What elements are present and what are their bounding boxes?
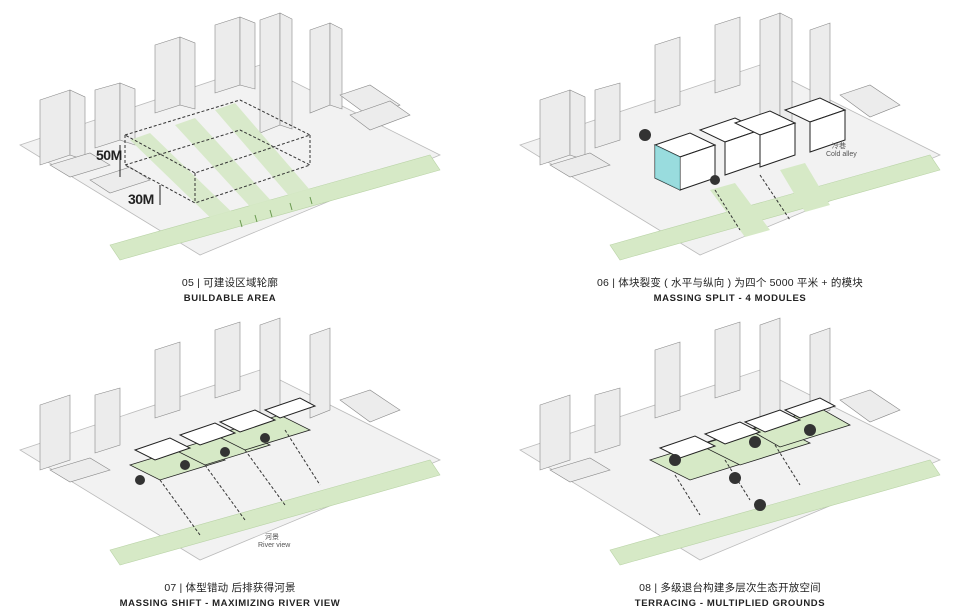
caption-cn: 06 | 体块裂变 ( 水平与纵向 ) 为四个 5000 平米 + 的模块	[597, 277, 863, 289]
cold-alley-label-cn: 冷巷	[832, 143, 846, 150]
height-label-50m: 50M	[96, 147, 122, 163]
panel-buildable-area: 50M 30M 05 | 可建设区域轮廓 BUILDABLE AREA	[10, 5, 450, 304]
river-strip	[609, 459, 941, 566]
caption-en: MASSING SHIFT - MAXIMIZING RIVER VIEW	[119, 598, 341, 609]
height-label-30m: 30M	[128, 191, 154, 207]
caption: 06 | 体块裂变 ( 水平与纵向 ) 为四个 5000 平米 + 的模块 MA…	[510, 275, 950, 304]
axonometric-diagram	[519, 12, 941, 261]
caption: 07 | 体型错动 后排获得河景 MASSING SHIFT - MAXIMIZ…	[10, 580, 450, 609]
axonometric-diagram	[19, 12, 441, 261]
caption: 08 | 多级退台构建多层次生态开放空间 TERRACING - MULTIPL…	[510, 580, 950, 609]
caption: 05 | 可建设区域轮廓 BUILDABLE AREA	[10, 275, 450, 304]
caption-cn: 08 | 多级退台构建多层次生态开放空间	[639, 582, 821, 594]
river-view-label-en: River view	[258, 542, 291, 549]
caption-cn: 05 | 可建设区域轮廓	[181, 277, 279, 289]
caption-cn: 07 | 体型错动 后排获得河景	[164, 582, 296, 594]
axonometric-diagram	[19, 317, 441, 566]
caption-en: BUILDABLE AREA	[183, 293, 277, 304]
caption-en: TERRACING - MULTIPLIED GROUNDS	[634, 598, 826, 609]
river-strip	[109, 154, 441, 261]
river-strip	[609, 154, 941, 261]
axonometric-diagram	[519, 317, 941, 566]
panel-terracing: 08 | 多级退台构建多层次生态开放空间 TERRACING - MULTIPL…	[510, 310, 950, 609]
river-strip	[109, 459, 441, 566]
panel-massing-shift: 河景 River view 07 | 体型错动 后排获得河景 MASSING S…	[10, 310, 450, 609]
panel-massing-split: 冷巷 Cold alley 06 | 体块裂变 ( 水平与纵向 ) 为四个 50…	[510, 5, 950, 304]
river-view-label-cn: 河景	[265, 534, 279, 541]
cold-alley-label-en: Cold alley	[826, 151, 857, 158]
caption-en: MASSING SPLIT - 4 MODULES	[653, 293, 807, 304]
